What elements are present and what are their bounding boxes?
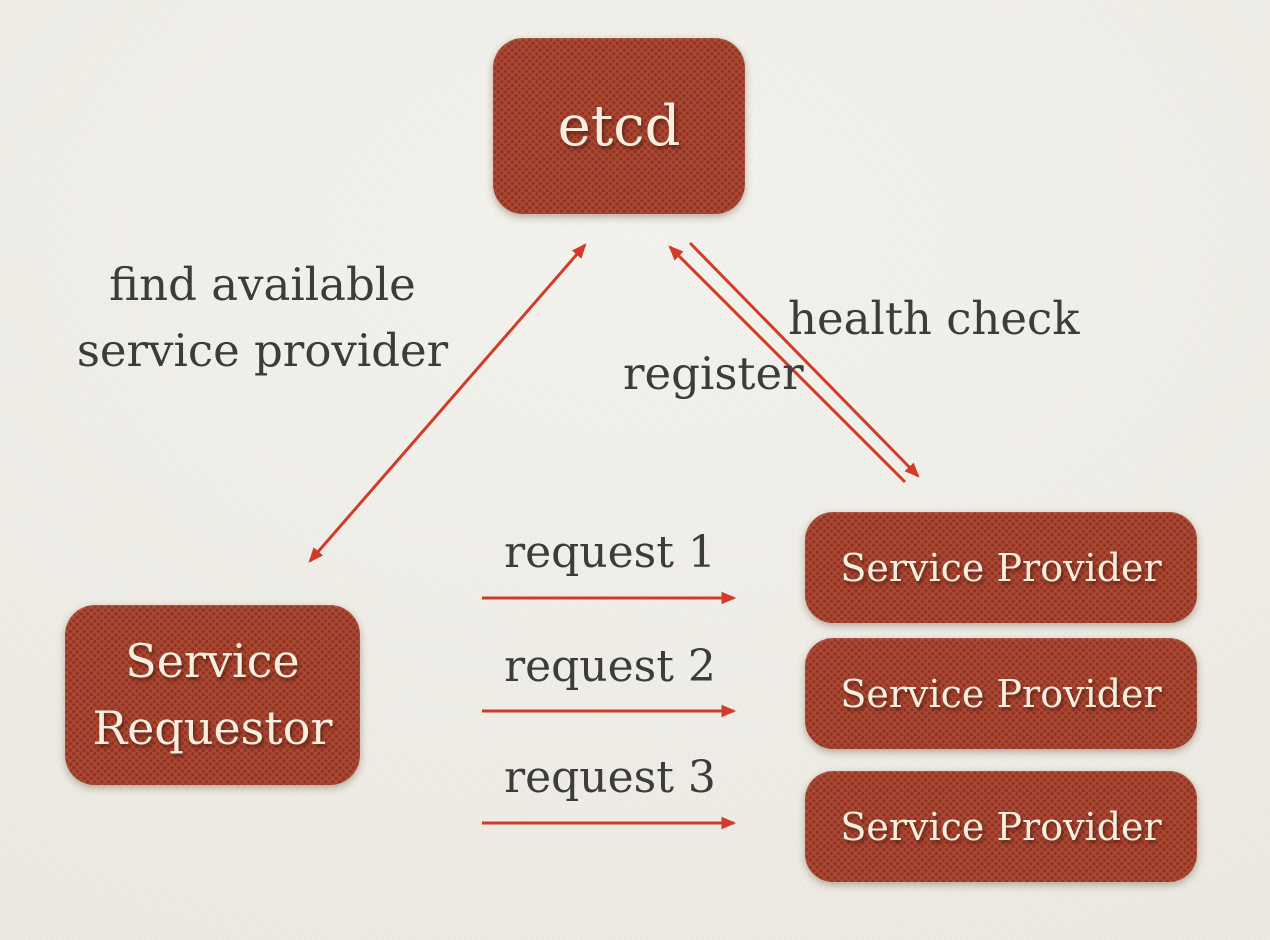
node-etcd-label: etcd — [557, 93, 681, 159]
edge-label-find-provider-line2: service provider — [76, 324, 449, 377]
edge-label-register: register — [623, 347, 804, 400]
edge-label-request-2: request 2 — [504, 641, 716, 692]
node-service-provider-2: Service Provider — [805, 638, 1197, 749]
node-service-requestor: Service Requestor — [65, 605, 360, 785]
edge-label-request-1: request 1 — [504, 527, 716, 578]
node-etcd: etcd — [493, 38, 745, 214]
edge-label-find-provider: find available service provider — [55, 252, 470, 384]
node-service-provider-2-label: Service Provider — [840, 671, 1162, 716]
edge-label-health-check: health check — [788, 292, 1080, 345]
node-service-provider-3: Service Provider — [805, 771, 1197, 882]
edge-label-request-3: request 3 — [504, 752, 716, 803]
node-service-provider-3-label: Service Provider — [840, 804, 1162, 849]
node-service-requestor-label: Service Requestor — [92, 634, 333, 755]
edge-label-find-provider-line1: find available — [109, 258, 416, 311]
node-service-provider-1-label: Service Provider — [840, 545, 1162, 590]
node-service-provider-1: Service Provider — [805, 512, 1197, 623]
